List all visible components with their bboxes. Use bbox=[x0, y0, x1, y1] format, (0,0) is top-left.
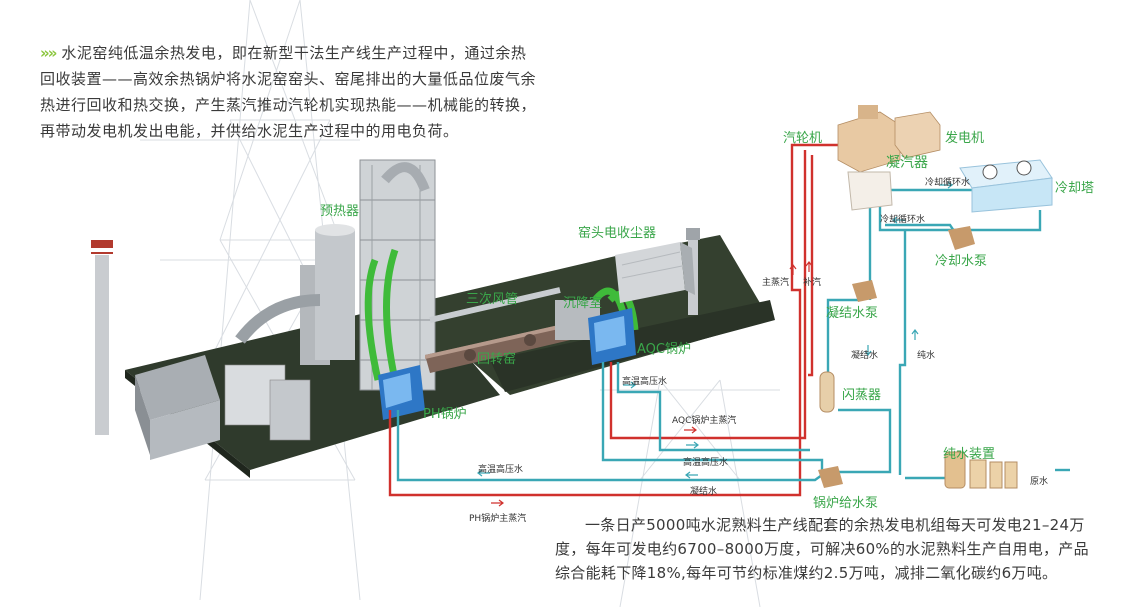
chimney-left bbox=[91, 240, 113, 435]
flow-hthp-water-2: 高温高压水 bbox=[478, 465, 524, 475]
cooling-tower-unit bbox=[959, 159, 1053, 213]
label-settling-chamber: 沉降室 bbox=[563, 296, 603, 311]
pure-water-unit bbox=[944, 451, 1018, 489]
turbine-generator bbox=[837, 105, 941, 173]
label-kiln-head-dust-collector: 窑头电收尘器 bbox=[578, 226, 657, 241]
preheater-tower bbox=[359, 159, 436, 391]
rotary-kiln bbox=[425, 287, 596, 373]
flow-cooling-water-2: 冷却循环水 bbox=[880, 215, 926, 225]
flow-condensate-vertical: 凝结水 bbox=[851, 351, 879, 361]
label-rotary-kiln: 回转窑 bbox=[477, 352, 517, 367]
label-turbine: 汽轮机 bbox=[783, 131, 823, 146]
label-condensate-pump: 凝结水泵 bbox=[826, 306, 879, 321]
label-tertiary-duct: 三次风管 bbox=[466, 292, 519, 307]
flow-condensate-horizontal: 凝结水 bbox=[690, 487, 718, 497]
flow-pure-water-vertical: 纯水 bbox=[917, 351, 936, 361]
flow-make-up-steam: 补汽 bbox=[803, 278, 822, 288]
flow-raw-water: 原水 bbox=[1030, 477, 1049, 487]
ph-boiler-unit bbox=[378, 365, 425, 420]
label-ph-boiler: PH锅炉 bbox=[423, 407, 467, 422]
aqc-boiler-unit bbox=[555, 287, 639, 365]
flow-cooling-water-1: 冷却循环水 bbox=[925, 178, 971, 188]
label-pure-water-unit: 纯水装置 bbox=[943, 447, 996, 462]
label-boiler-feed-pump: 锅炉给水泵 bbox=[813, 496, 879, 511]
intro-paragraph: »»水泥窑纯低温余热发电，即在新型干法生产线生产过程中，通过余热回收装置——高效… bbox=[40, 40, 540, 144]
flow-aqc-main-steam: AQC锅炉主蒸汽 bbox=[672, 416, 737, 426]
flash-tank-unit bbox=[819, 371, 835, 413]
flow-hthp-water-1: 高温高压水 bbox=[683, 458, 729, 468]
label-generator: 发电机 bbox=[945, 131, 985, 146]
piping-network bbox=[388, 143, 1070, 497]
label-cooling-tower: 冷却塔 bbox=[1055, 181, 1095, 196]
condenser-unit bbox=[847, 171, 893, 211]
intro-text: 水泥窑纯低温余热发电，即在新型干法生产线生产过程中，通过余热回收装置——高效余热… bbox=[40, 44, 537, 140]
summary-paragraph: 一条日产5000吨水泥熟料生产线配套的余热发电机组每天可发电21–24万度，每年… bbox=[555, 516, 1089, 582]
left-plant-buildings bbox=[135, 224, 355, 460]
pumps bbox=[818, 226, 975, 488]
intro-marker-icon: »» bbox=[40, 44, 57, 62]
flow-ph-main-steam: PH锅炉主蒸汽 bbox=[469, 514, 527, 524]
label-preheater: 预热器 bbox=[320, 204, 360, 219]
label-aqc-boiler: AQC锅炉 bbox=[637, 342, 691, 357]
label-condenser: 凝汽器 bbox=[886, 155, 928, 171]
flow-hthp-water-aqc: 高温高压水 bbox=[622, 377, 668, 387]
flow-arrows bbox=[477, 181, 953, 507]
dust-collector bbox=[615, 242, 695, 303]
flow-main-steam: 主蒸汽 bbox=[762, 278, 790, 288]
label-cooling-pump: 冷却水泵 bbox=[935, 254, 988, 269]
label-flash-tank: 闪蒸器 bbox=[842, 388, 882, 403]
